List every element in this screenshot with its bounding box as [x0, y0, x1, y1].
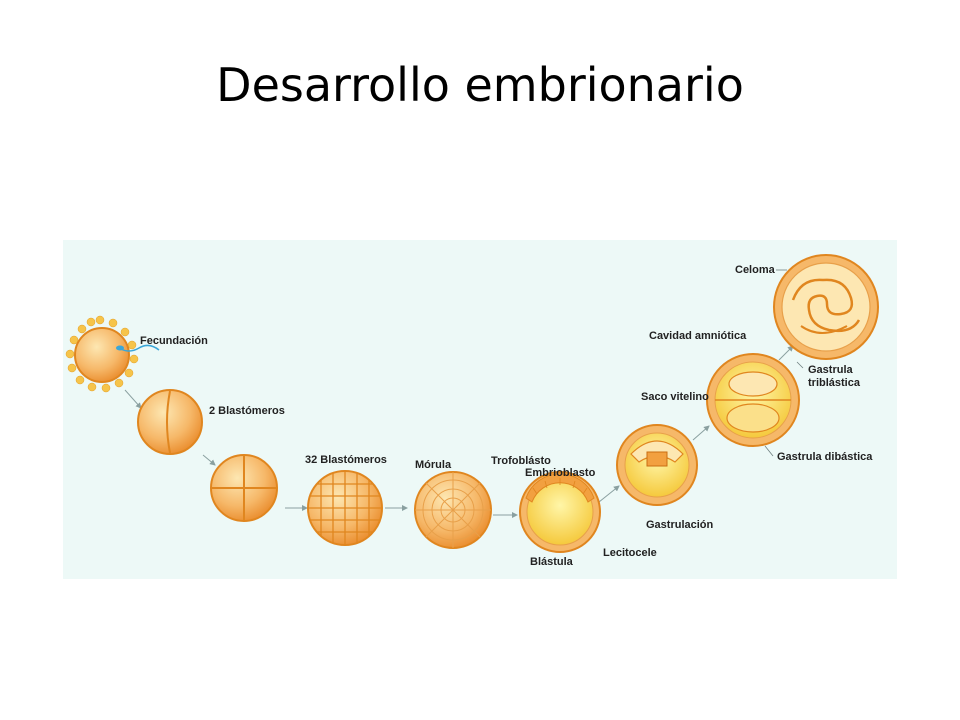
zygote-cell — [74, 327, 130, 383]
four-blastomeres-stage — [210, 454, 278, 522]
label-gastrula-triblastica-line1: Gastrula — [808, 364, 854, 376]
label-leaders — [764, 269, 804, 457]
blastula-stage — [519, 471, 601, 553]
gastrula-triblastic-stage — [773, 254, 879, 360]
corona-cells — [65, 315, 139, 393]
label-saco-vitelino: Saco vitelino — [641, 391, 709, 403]
label-gastrula-triblastica-line2: triblástica — [808, 377, 861, 389]
gastrula-diblastic-stage — [706, 353, 800, 447]
thirty-two-blastomeres-stage — [307, 470, 383, 546]
label-morula: Mórula — [415, 459, 452, 471]
label-trofoblasto: Trofoblásto — [491, 455, 551, 467]
label-celoma: Celoma — [735, 264, 776, 276]
label-32-blastomeros: 32 Blastómeros — [305, 454, 387, 466]
gastrulation-stage — [616, 424, 698, 506]
stage-arrows — [124, 345, 794, 518]
zygote-stage — [65, 315, 160, 393]
label-lecitocele: Lecitocele — [603, 547, 657, 559]
label-fecundacion: Fecundación — [140, 335, 208, 347]
slide-title: Desarrollo embrionario — [216, 58, 744, 112]
coelom-folds — [791, 278, 861, 333]
label-2-blastomeros: 2 Blastómeros — [209, 405, 285, 417]
two-blastomeres-stage — [137, 389, 203, 455]
sperm — [118, 344, 160, 352]
stage-labels: Fecundación 2 Blastómeros 32 Blastómeros… — [140, 264, 873, 568]
label-gastrula-dibastica: Gastrula dibástica — [777, 451, 873, 463]
morula-stage — [414, 471, 492, 549]
embryo-development-diagram: Fecundación 2 Blastómeros 32 Blastómeros… — [63, 240, 897, 579]
label-cavidad-amniotica: Cavidad amniótica — [649, 330, 747, 342]
label-gastrulacion: Gastrulación — [646, 519, 714, 531]
label-embrioblasto: Embrioblasto — [525, 467, 596, 479]
label-blastula: Blástula — [530, 556, 574, 568]
diagram-canvas: Fecundación 2 Blastómeros 32 Blastómeros… — [65, 254, 879, 568]
